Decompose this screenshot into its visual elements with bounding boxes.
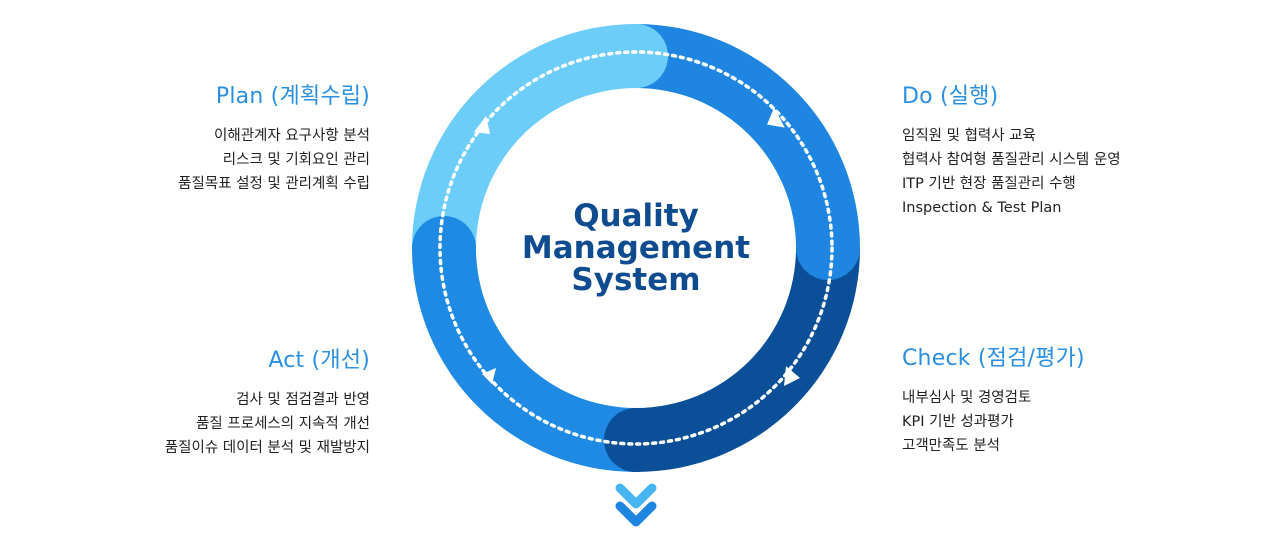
list-item: 품질이슈 데이터 분석 및 재발방지: [164, 440, 370, 456]
act-block: Act (개선) 검사 및 점검결과 반영 품질 프로세스의 지속적 개선 품질…: [165, 346, 370, 460]
down-double-chevron-icon: [615, 483, 657, 527]
center-line-1: Quality: [573, 198, 699, 234]
plan-title: Plan (계획수립): [215, 84, 370, 109]
do-cap: [796, 216, 860, 280]
list-item: 품질 프로세스의 지속적 개선: [196, 416, 370, 432]
list-item: 고객만족도 분석: [902, 438, 1000, 454]
check-cap: [604, 408, 668, 472]
plan-cap: [604, 24, 668, 88]
center-line-2: Management: [521, 230, 751, 266]
act-title: Act (개선): [268, 348, 370, 373]
list-item: 협력사 참여형 품질관리 시스템 운영: [902, 152, 1121, 168]
plan-list: 이해관계자 요구사항 분석 리스크 및 기회요인 관리 품질목표 설정 및 관리…: [178, 124, 370, 196]
arrow-icon: [767, 107, 785, 128]
list-item: 품질목표 설정 및 관리계획 수립: [178, 176, 370, 192]
list-item: 임직원 및 협력사 교육: [902, 128, 1036, 144]
list-item: KPI 기반 성과평가: [902, 414, 1014, 430]
act-list: 검사 및 점검결과 반영 품질 프로세스의 지속적 개선 품질이슈 데이터 분석…: [165, 388, 370, 460]
list-item: ITP 기반 현장 품질관리 수행: [902, 176, 1076, 192]
list-item: 검사 및 점검결과 반영: [236, 392, 370, 408]
list-item: 리스크 및 기회요인 관리: [222, 152, 370, 168]
do-segment: [636, 24, 860, 248]
inner-circle: [480, 92, 792, 404]
check-list: 내부심사 및 경영검토 KPI 기반 성과평가 고객만족도 분석: [902, 386, 1085, 458]
center-title: Quality Management System: [500, 200, 772, 296]
do-title: Do (실행): [902, 84, 999, 109]
do-list: 임직원 및 협력사 교육 협력사 참여형 품질관리 시스템 운영 ITP 기반 …: [902, 124, 1121, 220]
list-item: Inspection & Test Plan: [902, 200, 1062, 216]
act-cap: [412, 216, 476, 280]
plan-segment: [412, 24, 636, 248]
arrow-icon: [482, 368, 496, 384]
arrow-icon: [474, 116, 490, 134]
check-block: Check (점검/평가) 내부심사 및 경영검토 KPI 기반 성과평가 고객…: [902, 344, 1085, 458]
arrow-icon: [784, 366, 800, 386]
plan-block: Plan (계획수립) 이해관계자 요구사항 분석 리스크 및 기회요인 관리 …: [178, 82, 370, 196]
do-block: Do (실행) 임직원 및 협력사 교육 협력사 참여형 품질관리 시스템 운영…: [902, 82, 1121, 220]
center-line-3: System: [571, 262, 701, 298]
act-segment: [412, 248, 636, 472]
check-segment: [636, 248, 860, 472]
dotted-track: [438, 50, 834, 446]
list-item: 이해관계자 요구사항 분석: [214, 128, 370, 144]
check-title: Check (점검/평가): [902, 346, 1085, 371]
list-item: 내부심사 및 경영검토: [902, 390, 1032, 406]
